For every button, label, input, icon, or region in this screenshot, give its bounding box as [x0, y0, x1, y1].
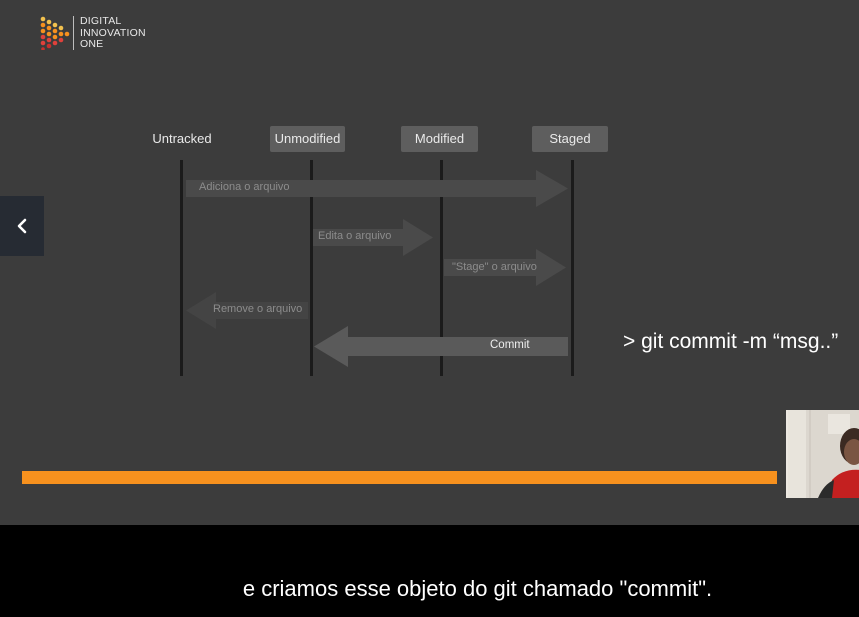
logo-line-1: DIGITAL [80, 15, 122, 27]
arrow-commit [314, 326, 568, 367]
presenter-video-feed [788, 410, 859, 498]
progress-fill [22, 471, 777, 484]
previous-slide-button[interactable] [0, 196, 44, 256]
subtitle-bar: e criamos esse objeto do git chamado "co… [0, 525, 859, 617]
arrow-remove-file [186, 292, 308, 329]
subtitle-text: e criamos esse objeto do git chamado "co… [242, 576, 713, 601]
arrow-stage-file [444, 249, 566, 286]
arrow-label-add-file: Adiciona o arquivo [199, 181, 290, 193]
slide-canvas: DIGITAL INNOVATION ONE Untracked Unmodif… [0, 0, 859, 525]
arrow-add-file [186, 170, 568, 207]
state-untracked: Untracked [152, 131, 212, 146]
logo-divider [73, 16, 74, 50]
lifeline-modified [440, 160, 443, 376]
git-commit-command: > git commit -m “msg..” [623, 330, 839, 353]
lifeline-staged [571, 160, 574, 376]
lifeline-unmodified [310, 160, 313, 376]
logo-wordmark: DIGITAL INNOVATION ONE [80, 15, 146, 51]
arrow-edit-file [313, 219, 433, 256]
logo-line-2: INNOVATION [80, 26, 146, 39]
brand-logo: DIGITAL INNOVATION ONE [40, 14, 170, 54]
chevron-left-icon [17, 218, 27, 234]
logo-line-3: ONE [80, 38, 104, 50]
arrow-label-commit: Commit [490, 339, 530, 351]
lifeline-untracked [180, 160, 183, 376]
slide-progress-bar [22, 471, 788, 484]
arrow-label-remove-file: Remove o arquivo [213, 303, 303, 315]
presenter-webcam [786, 410, 859, 498]
state-unmodified: Unmodified [270, 126, 345, 152]
arrow-label-edit-file: Edita o arquivo [318, 230, 392, 242]
play-triangle-logo-icon [40, 16, 70, 50]
state-staged: Staged [532, 126, 608, 152]
state-modified: Modified [401, 126, 478, 152]
arrow-label-stage-file: "Stage" o arquivo [452, 261, 537, 273]
